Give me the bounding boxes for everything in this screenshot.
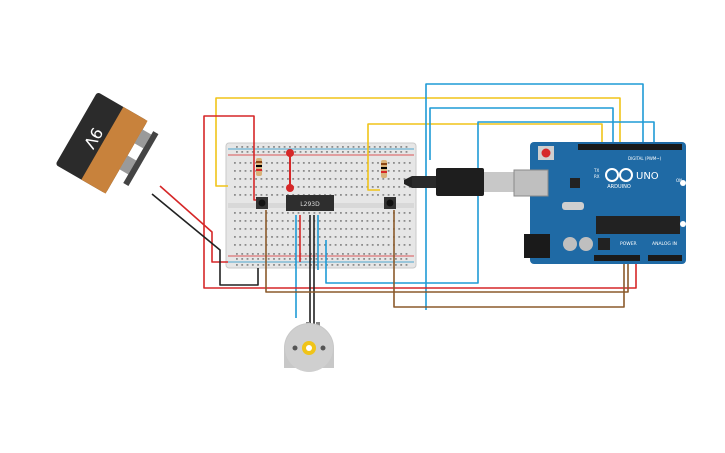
wire-red-batt[interactable] [159,185,228,263]
digital-header-label: DIGITAL (PWM~) [628,156,662,161]
wire-yellow-2[interactable] [367,123,603,191]
pushbutton-left[interactable] [256,197,268,209]
battery-9v[interactable]: 9V [55,92,161,202]
analog-header-label: ANALOG IN [652,241,677,247]
arduino-model-label: UNO [636,171,659,182]
resistor-right[interactable] [381,160,387,178]
arduino-power-jack [524,234,550,258]
wire-red-1[interactable] [203,115,637,289]
junction-bottom [286,184,294,192]
breadboard-holes [234,146,411,266]
arduino-uno[interactable]: ARDUINO UNO DIGITAL (PWM~) POWER ANALOG … [513,142,686,264]
on-label: ON [676,178,682,183]
chip-label: L293D [300,201,320,208]
tx-label: TX [593,168,599,173]
power-header-label: POWER [620,241,637,247]
usb-cable[interactable] [404,168,514,196]
wire-blue-3[interactable] [325,121,655,284]
wire-blue-2[interactable] [429,107,614,160]
arduino-brand-label: ARDUINO [607,184,631,190]
wires [151,83,655,330]
analog-header [648,255,682,261]
arduino-logo [605,168,633,182]
pushbutton-right[interactable] [384,197,396,209]
resistor-left[interactable] [256,158,262,176]
junction-top [286,149,294,157]
wire-blue-1[interactable] [425,83,644,310]
l293d-chip[interactable]: L293D [286,195,334,211]
digital-header [578,144,682,150]
rx-label: RX [594,174,600,179]
wire-yellow-1[interactable] [215,97,621,187]
arduino-usb-port [513,169,549,197]
atmega-chip [596,216,680,234]
wire-brown-2[interactable] [393,210,625,308]
wire-black-batt[interactable] [151,193,259,286]
wire-brown-1[interactable] [265,210,629,293]
dc-motor[interactable] [284,322,334,372]
power-header [594,255,640,261]
